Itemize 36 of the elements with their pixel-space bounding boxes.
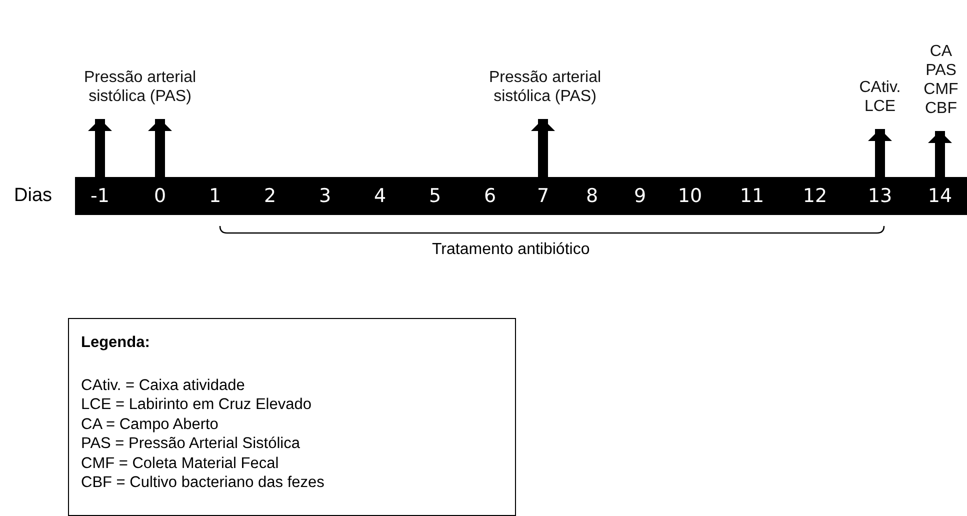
period-label: Tratamento antibiótico [432,241,590,259]
event-label: Pressão arterial sistólica (PAS) [465,68,625,106]
day-number: 4 [360,177,400,215]
arrow [928,131,952,177]
day-number: 5 [415,177,455,215]
arrow [148,119,172,177]
event-label: Pressão arterial sistólica (PAS) [60,68,220,106]
legend-title: Legenda: [81,333,150,352]
axis-label: Dias [14,184,52,208]
legend-entry: LCE = Labirinto em Cruz Elevado [81,395,312,414]
day-number: 11 [732,177,772,215]
event-label: CA PAS CMF CBF [916,42,966,118]
day-number: 1 [195,177,235,215]
day-number: 10 [670,177,710,215]
day-number: 0 [140,177,180,215]
day-number: 9 [620,177,660,215]
legend-entry: CMF = Coleta Material Fecal [81,454,279,473]
day-number: 7 [523,177,563,215]
day-number: 3 [305,177,345,215]
day-number: 14 [920,177,960,215]
legend-box [68,318,516,516]
arrow [88,119,112,177]
day-number: 2 [250,177,290,215]
legend-entry: PAS = Pressão Arterial Sistólica [81,434,300,454]
day-number: 13 [860,177,900,215]
day-number: -1 [80,177,120,215]
day-number: 8 [572,177,612,215]
event-label: CAtiv. LCE [852,78,908,116]
timeline-bar [75,177,967,215]
legend-entry: CA = Campo Aberto [81,414,218,434]
legend-entry: CBF = Cultivo bacteriano das fezes [81,473,324,492]
day-number: 6 [470,177,510,215]
day-number: 12 [795,177,835,215]
legend-entry: CAtiv. = Caixa atividade [81,376,245,395]
arrow [868,129,892,177]
arrow [531,119,555,177]
